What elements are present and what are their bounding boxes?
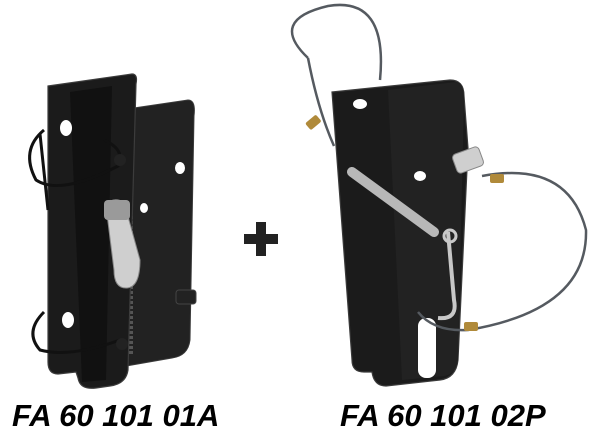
bracket-with-lever-illustration — [28, 73, 197, 389]
product-code-left: FA 60 101 01A — [12, 398, 220, 433]
product-code-right: FA 60 101 02P — [340, 398, 546, 433]
bracket-with-pin-illustration — [290, 3, 588, 387]
plus-sign — [244, 222, 278, 256]
product-image-fa6010102p — [268, 0, 600, 400]
product-image-fa6010101a — [0, 0, 240, 400]
